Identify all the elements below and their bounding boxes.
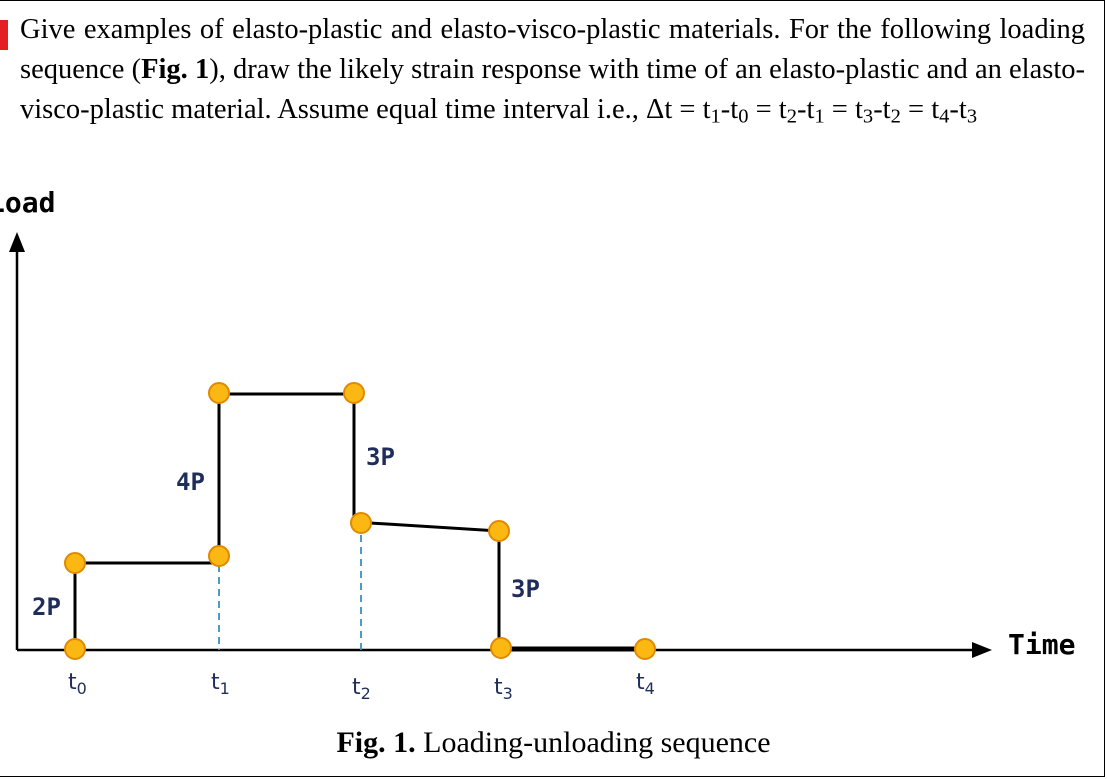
time-label-t2: t2 bbox=[352, 675, 371, 703]
time-label-t1: t1 bbox=[211, 670, 230, 698]
y-axis-label: Load bbox=[0, 186, 55, 219]
equation-subscript: 0 bbox=[738, 105, 749, 128]
question-text: Give examples of elasto-plastic and elas… bbox=[20, 10, 1085, 130]
y-axis-arrowhead bbox=[9, 232, 25, 252]
equation-text: -t bbox=[796, 94, 815, 125]
caption-text: Loading-unloading sequence bbox=[415, 726, 771, 759]
x-axis-arrowhead bbox=[972, 642, 992, 658]
equation-text: = t bbox=[900, 94, 940, 125]
x-axis-label: Time bbox=[1008, 628, 1075, 661]
equation-text: = t bbox=[824, 94, 863, 125]
equation-subscript: 3 bbox=[966, 105, 978, 128]
equation-subscript: 1 bbox=[814, 105, 825, 128]
equation-subscript: 2 bbox=[890, 105, 901, 128]
question-marker bbox=[0, 20, 8, 50]
equation-text: = t bbox=[748, 94, 787, 125]
equation-subscript: 1 bbox=[710, 105, 721, 128]
caption-label: Fig. 1. bbox=[336, 726, 416, 759]
step-label-3p-final: 3P bbox=[511, 575, 540, 603]
equation-subscript: 3 bbox=[862, 105, 874, 128]
equation-text: -t bbox=[873, 94, 891, 125]
step-label-3p-unload: 3P bbox=[366, 443, 395, 471]
node-t4 bbox=[634, 638, 656, 660]
step-label-4p: 4P bbox=[176, 468, 205, 496]
equation-text: -t bbox=[720, 94, 739, 125]
fig-reference: Fig. 1 bbox=[141, 54, 210, 85]
figure-caption: Fig. 1. Loading-unloading sequence bbox=[0, 726, 1107, 760]
time-equation: 1-t0 = t2-t1 = t3-t2 = t4-t3 bbox=[710, 94, 978, 128]
node-t3-base bbox=[490, 637, 512, 659]
time-label-t3: t3 bbox=[494, 675, 513, 703]
question-intro: Give examples of elasto-plastic and elas… bbox=[20, 14, 1085, 85]
node-t1-top bbox=[208, 382, 230, 404]
equation-subscript: 4 bbox=[939, 105, 950, 128]
load-nodes bbox=[64, 382, 656, 660]
time-label-t4: t4 bbox=[636, 670, 655, 698]
equation-subscript: 2 bbox=[786, 105, 797, 128]
equation-text: -t bbox=[949, 94, 967, 125]
time-label-t0: t0 bbox=[68, 670, 87, 698]
node-t3-top bbox=[488, 520, 510, 542]
node-t0-base bbox=[64, 638, 86, 660]
node-t2-top bbox=[343, 382, 365, 404]
node-t1-base bbox=[208, 545, 230, 567]
step-label-2p: 2P bbox=[32, 593, 61, 621]
node-t2-base bbox=[350, 512, 372, 534]
question-body: ), draw the likely strain response with … bbox=[20, 54, 1085, 125]
node-t0-top bbox=[64, 552, 86, 574]
